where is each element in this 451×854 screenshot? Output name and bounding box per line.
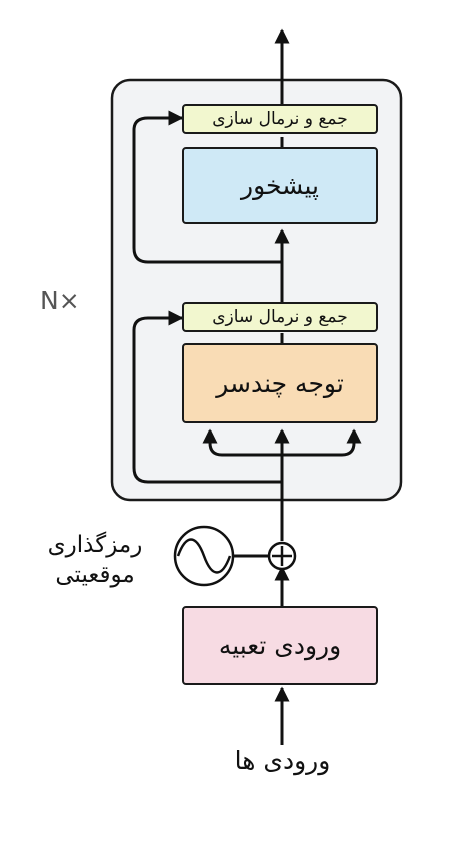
layer-norm-bottom: جمع و نرمال سازی — [182, 302, 378, 332]
multi-head-attention-box: توجه چندسر — [182, 343, 378, 423]
positional-encoding-line2: موقعیتی — [55, 562, 135, 588]
attention-branch-left — [202, 428, 282, 457]
encoder-block-container — [110, 78, 403, 502]
residual-connection-top — [132, 110, 282, 264]
residual-connection-bottom — [132, 310, 282, 484]
positional-encoding-label: رمزگذاری موقعیتی — [30, 530, 160, 590]
input-embedding-box: ورودی تعبیه — [182, 606, 378, 685]
inputs-label: ورودی ها — [234, 746, 331, 775]
repeat-count-label: N× — [40, 286, 80, 315]
attention-branch-right — [282, 428, 362, 457]
positional-encoding-line1: رمزگذاری — [47, 532, 143, 558]
sine-wave-icon — [176, 538, 232, 574]
feed-forward-box: پیشخور — [182, 147, 378, 224]
layer-norm-top: جمع و نرمال سازی — [182, 104, 378, 134]
